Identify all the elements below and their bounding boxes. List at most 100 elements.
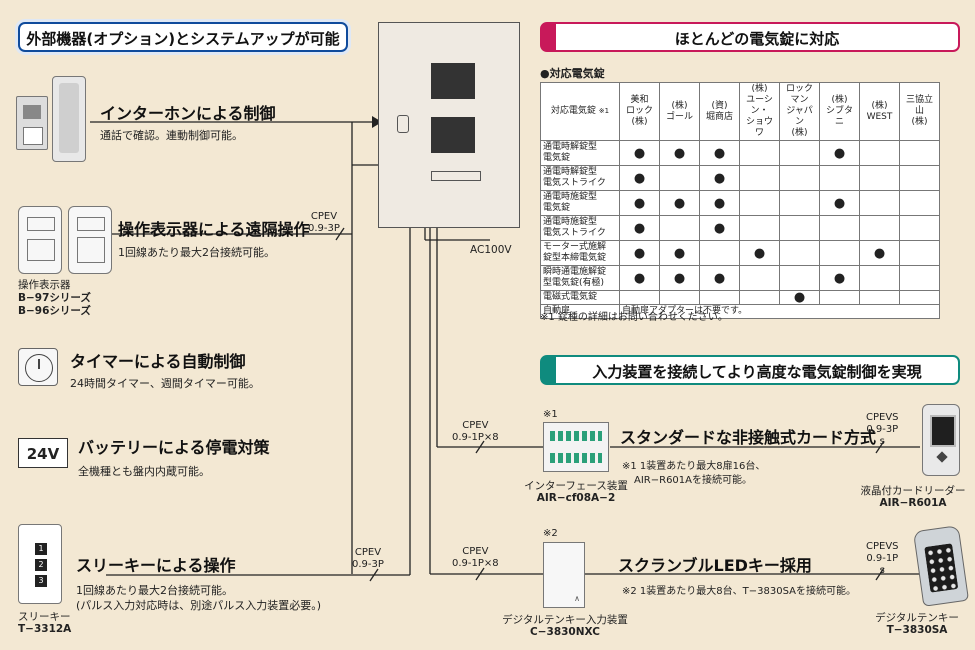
interface-caption-1: インターフェース装置 [524,480,628,492]
empty-cell [859,140,900,166]
table-row: モーター式施解 錠型本締電気錠●●●● [540,240,940,266]
three-key-note-1: 1回線あたり最大2台接続可能。 [76,584,233,597]
empty-cell [779,240,820,266]
supported-mark: ● [659,190,700,216]
maker-header: (株) ゴール [659,82,700,141]
indicator-caption-1: 操作表示器 [18,279,71,291]
table-row: 電磁式電気錠● [540,290,940,305]
empty-cell [899,290,940,305]
maker-header: ロックマン ジャパン (株) [779,82,820,141]
three-key-title: スリーキーによる操作 [76,556,236,575]
table-row: 自動扉自動扉アダプターは不要です。 [540,304,940,319]
lock-type-label: モーター式施解 錠型本締電気錠 [540,240,620,266]
empty-cell [739,165,780,191]
empty-cell [899,265,940,291]
empty-cell [819,290,860,305]
indicator-panel-icon [18,206,62,274]
interface-caption-2: AIR−cf08A−2 [536,492,616,504]
empty-cell [659,165,700,191]
interface-unit-icon [543,422,609,472]
table-row: 通電時施錠型 電気錠●●●● [540,190,940,216]
key-2: 2 [35,559,47,571]
maker-header: (株) ユーシン・ ショウワ [739,82,780,141]
supported-mark: ● [659,240,700,266]
empty-cell [859,190,900,216]
empty-cell [739,190,780,216]
supported-mark: ● [779,290,820,305]
indicator-note: 1回線あたり最大2台接続可能。 [118,246,275,259]
breaker-row-top [431,63,475,99]
supported-mark: ● [819,140,860,166]
interphone-handset-icon [52,76,86,162]
supported-mark: ● [699,265,740,291]
supported-mark: ● [619,265,660,291]
empty-cell [819,240,860,266]
timer-note: 24時間タイマー、週間タイマー可能。 [70,377,260,390]
lock-type-label: 自動扉 [540,304,620,319]
ac100v-label: AC100V [470,244,512,256]
control-panel [378,22,520,228]
empty-cell [779,215,820,241]
supported-mark: ● [619,240,660,266]
supported-mark: ● [659,265,700,291]
system-banner: 外部機器(オプション)とシステムアップが可能 [18,22,348,52]
lock-type-label: 瞬時通電施解錠 型電気錠(有極) [540,265,620,291]
interphone-title: インターホンによる制御 [100,104,276,123]
input-banner: 入力装置を接続してより高度な電気錠制御を実現 [540,355,960,385]
battery-label: 24V [26,445,60,463]
scramble-note: ※2 1装置あたり最大8台、T−3830SAを接続可能。 [622,586,856,597]
empty-cell [739,290,780,305]
interphone-note: 通話で確認。連動制御可能。 [100,129,243,142]
supported-mark: ● [659,140,700,166]
supported-mark: ● [699,140,740,166]
empty-cell [899,215,940,241]
table-row: 通電時解錠型 電気ストライク●● [540,165,940,191]
locks-table-heading: ●対応電気錠 [540,67,605,80]
empty-cell [819,165,860,191]
three-key-caption-2: T−3312A [18,623,72,635]
empty-cell [659,215,700,241]
three-key-icon: 1 2 3 [18,524,62,604]
supported-mark: ● [699,190,740,216]
lock-type-label: 通電時解錠型 電気ストライク [540,165,620,191]
scramble-mark: ※2 [543,528,558,539]
lock-type-label: 通電時解錠型 電気錠 [540,140,620,166]
battery-title: バッテリーによる停電対策 [78,438,270,457]
maker-header: (株) シブタニ [819,82,860,141]
table-row: 通電時施錠型 電気ストライク●● [540,215,940,241]
tenkey-unit-caption-2: C−3830NXC [530,626,600,638]
breaker-row-bottom [431,117,475,153]
empty-cell [859,165,900,191]
empty-cell [739,265,780,291]
three-key-note-2: (パルス入力対応時は、別途パルス入力装置必要。) [76,599,322,612]
scramble-title: スクランブルLEDキー採用 [618,556,812,575]
indicator-panel-icon-2 [68,206,112,274]
digital-tenkey-unit-icon: ∧ [543,542,585,608]
locks-banner: ほとんどの電気錠に対応 [540,22,960,52]
supported-mark: ● [619,215,660,241]
tenkey-unit-caption-1: デジタルテンキー入力装置 [502,614,628,626]
supported-mark: ● [619,190,660,216]
table-row: 通電時解錠型 電気錠●●●● [540,140,940,166]
maker-header: 三協立山 (株) [899,82,940,141]
indicator-caption-2: B−97シリーズ [18,292,91,304]
battery-note: 全機種とも盤内内蔵可能。 [78,465,210,478]
table-row: 瞬時通電施解錠 型電気錠(有極)●●●● [540,265,940,291]
supported-mark: ● [819,190,860,216]
locks-table: 対応電気錠 ※1 美和 ロック (株)(株) ゴール(資) 堀商店(株) ユーシ… [540,82,940,319]
empty-cell [899,240,940,266]
locks-footnote: ※1 錠種の詳細はお問い合わせください。 [540,312,728,323]
empty-cell [859,215,900,241]
empty-cell [819,215,860,241]
empty-cell [739,215,780,241]
card-title: スタンダードな非接触式カード方式 [620,428,877,447]
supported-mark: ● [739,240,780,266]
panel-status-icon [431,171,481,181]
card-note-2: AIR−R601Aを接続可能。 [634,475,752,486]
key-3: 3 [35,575,47,587]
empty-cell [779,190,820,216]
